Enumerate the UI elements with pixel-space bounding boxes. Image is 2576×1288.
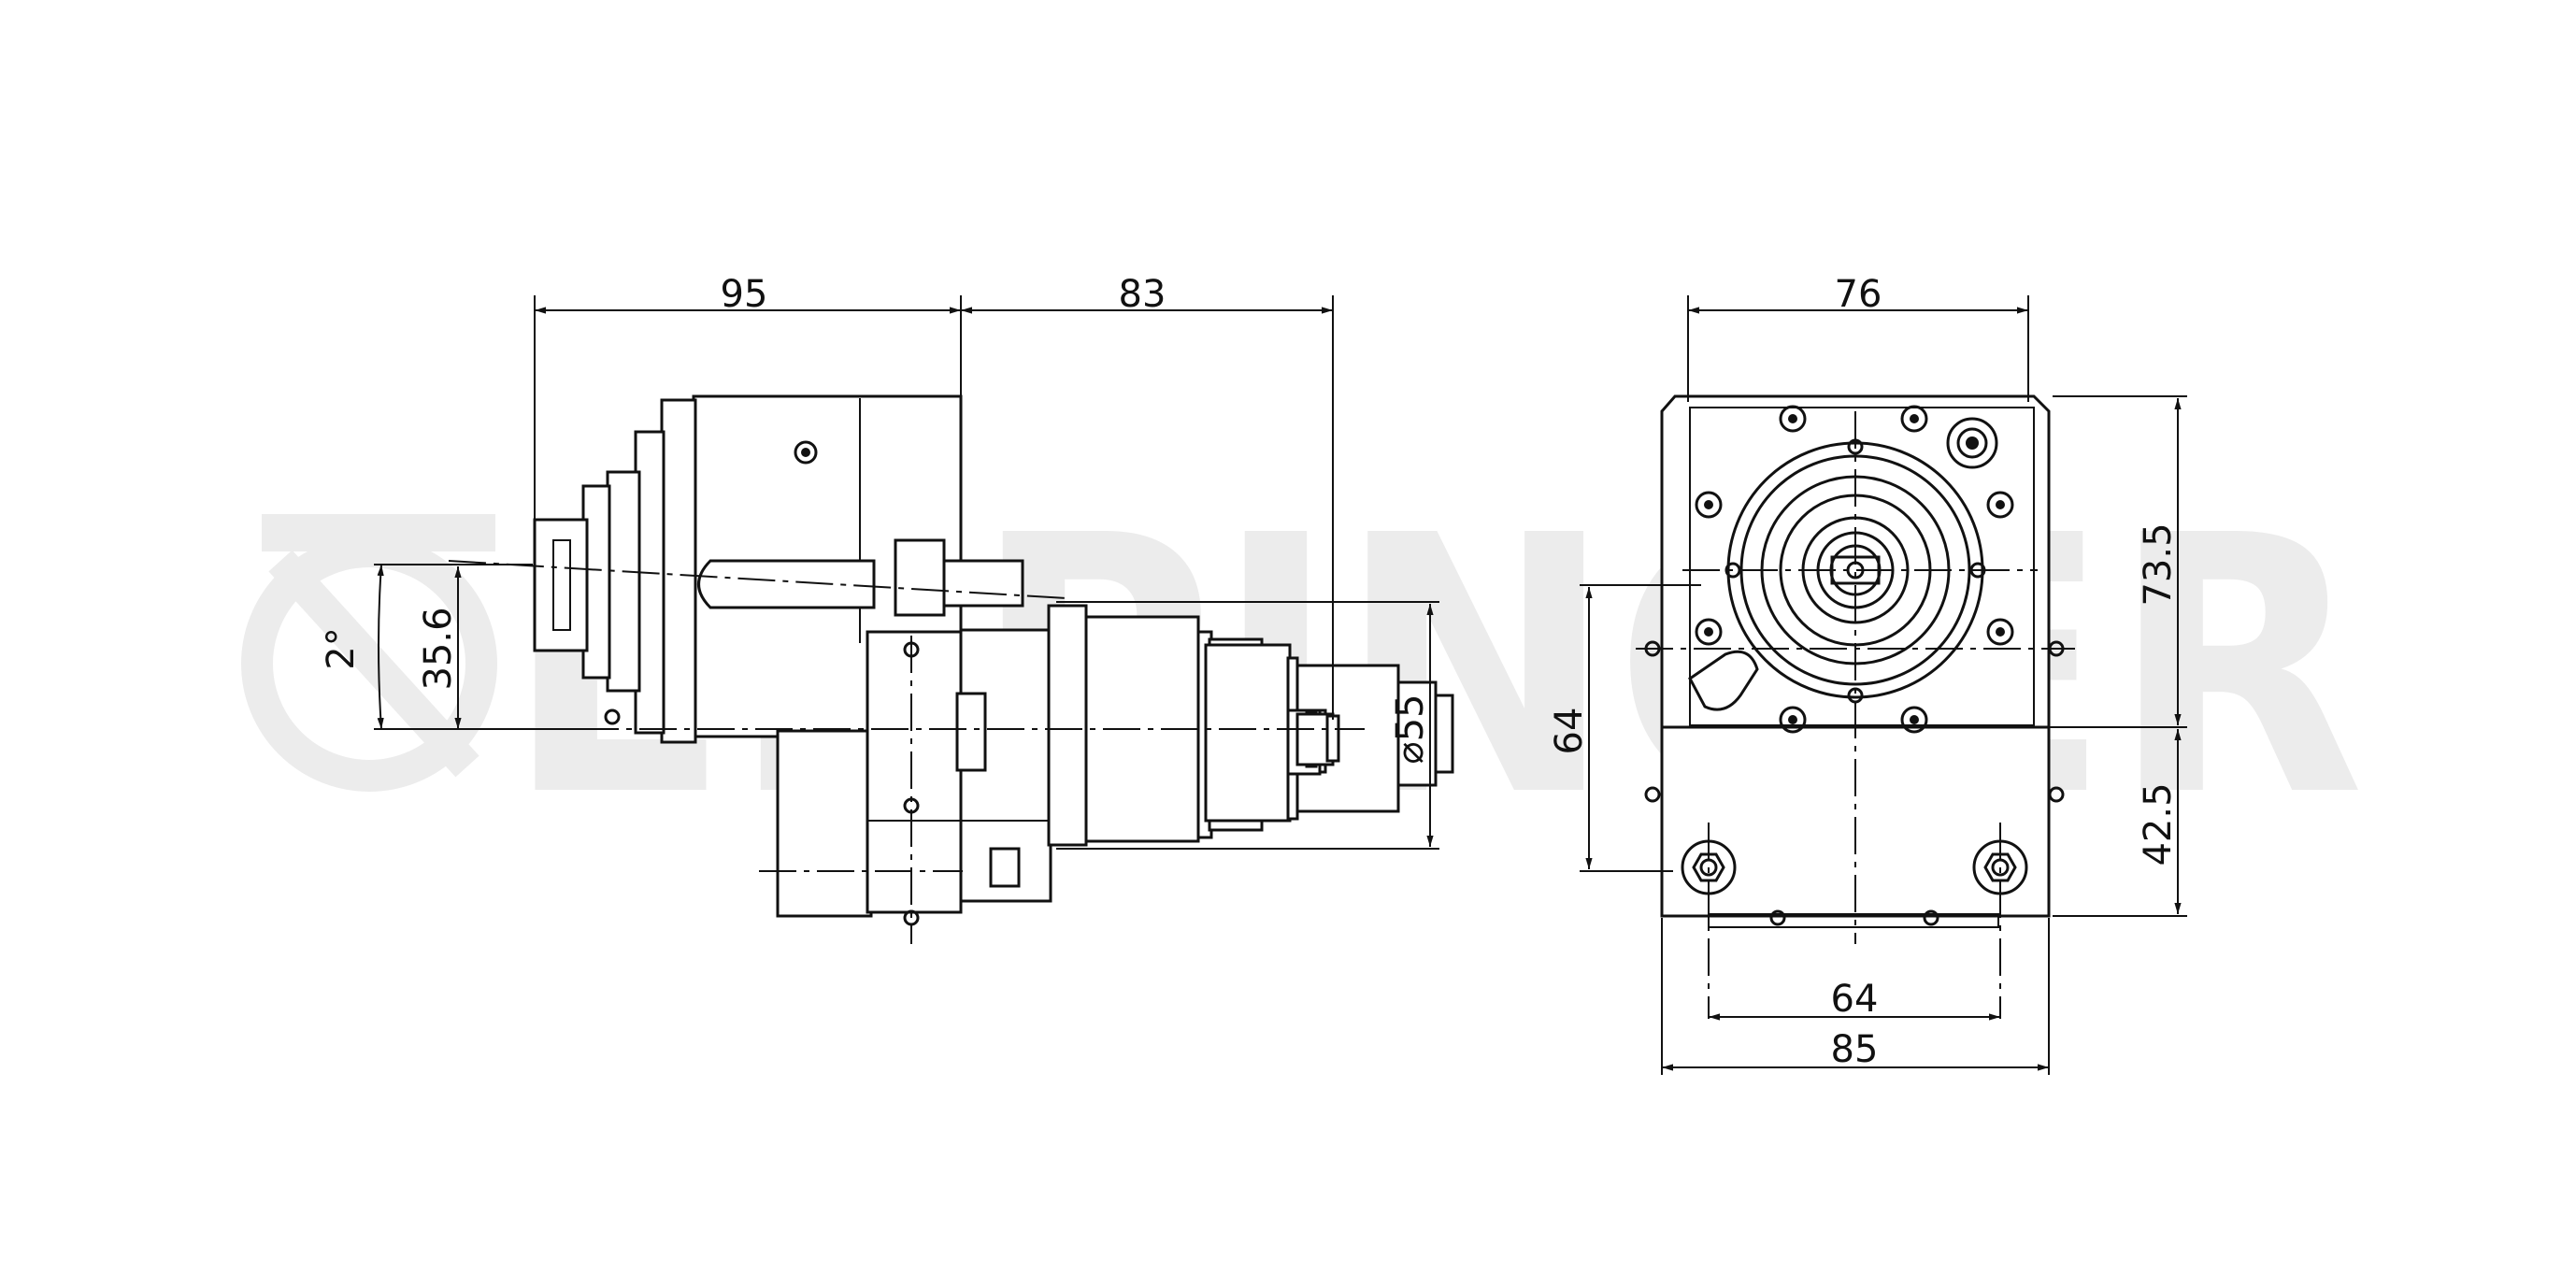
dim-height-upper: 73.5: [2137, 522, 2180, 606]
dim-width-top: 76: [1835, 273, 1882, 316]
front-view: 76 73.5 42.5 64 64 85: [1548, 273, 2187, 1075]
dim-width-bolt: 64: [1831, 978, 1879, 1021]
front-view-bolts: [1695, 405, 2014, 734]
side-view: 95 83 35.6 2° ⌀55: [320, 273, 1454, 944]
dim-length-back: 95: [721, 273, 768, 316]
dim-center-offset: 35.6: [417, 607, 460, 690]
dim-length-front: 83: [1119, 273, 1166, 316]
watermark-logo-icon: [241, 514, 497, 792]
dim-height-lower: 42.5: [2137, 782, 2180, 866]
dim-width-base: 85: [1831, 1028, 1879, 1071]
dim-height-left: 64: [1548, 708, 1591, 755]
dim-angle: 2°: [320, 627, 363, 669]
dim-diameter: ⌀55: [1389, 694, 1432, 765]
